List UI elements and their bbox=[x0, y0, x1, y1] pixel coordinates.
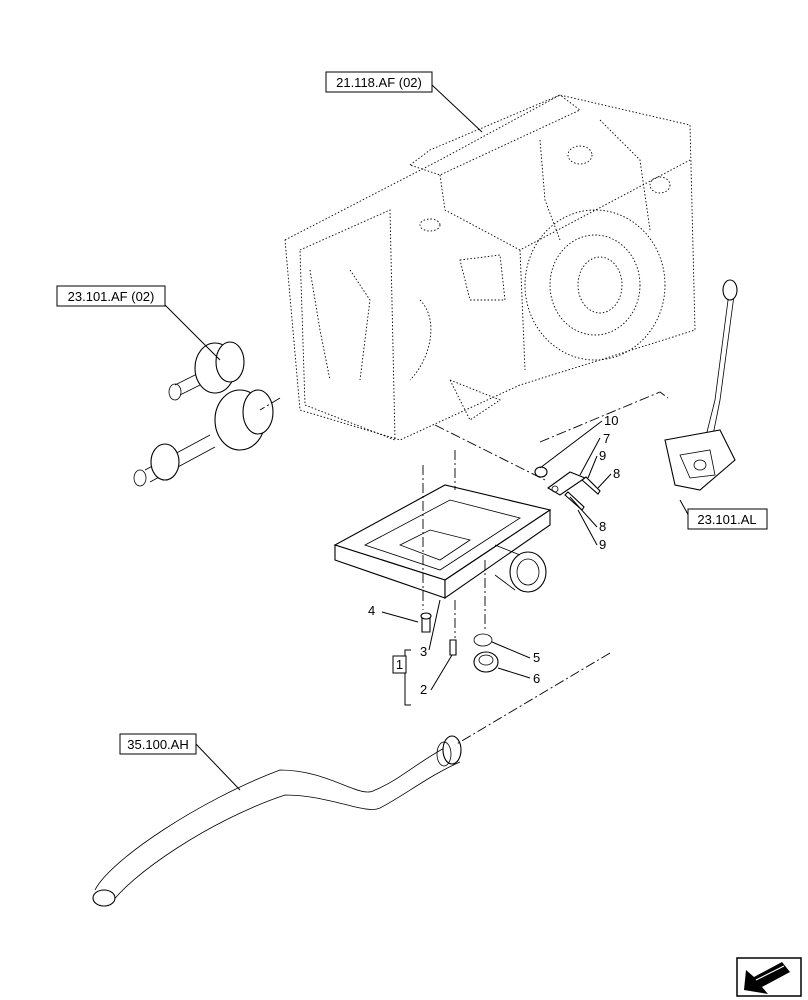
callout-9a: 9 bbox=[599, 448, 606, 463]
svg-text:35.100.AH: 35.100.AH bbox=[127, 737, 188, 752]
callout-3: 3 bbox=[420, 644, 427, 659]
control-valve-assembly bbox=[664, 279, 738, 491]
gear-shaft-assembly bbox=[133, 341, 274, 487]
reference-label-23-101-af[interactable]: 23.101.AF (02) bbox=[56, 285, 166, 307]
callout-box-1 bbox=[392, 655, 407, 674]
fastener-parts bbox=[420, 612, 499, 673]
svg-text:23.101.AF (02): 23.101.AF (02) bbox=[68, 289, 155, 304]
svg-text:23.101.AL: 23.101.AL bbox=[697, 512, 756, 527]
leader-lines bbox=[164, 84, 691, 791]
reference-label-35-100[interactable]: 35.100.AH bbox=[119, 733, 197, 755]
reference-label-21-118[interactable]: 21.118.AF (02) bbox=[325, 71, 433, 93]
callout-6: 6 bbox=[533, 671, 540, 686]
suction-pipe bbox=[92, 735, 462, 907]
arrow-down-left-icon[interactable] bbox=[736, 957, 802, 997]
callout-10: 10 bbox=[604, 413, 618, 428]
callout-2: 2 bbox=[420, 682, 427, 697]
callout-5: 5 bbox=[533, 650, 540, 665]
callout-numbers: 1 2 3 4 5 6 7 8 8 9 9 10 bbox=[368, 413, 620, 697]
callout-9b: 9 bbox=[599, 537, 606, 552]
callout-7: 7 bbox=[603, 431, 610, 446]
callout-4: 4 bbox=[368, 603, 375, 618]
callout-8b: 8 bbox=[599, 519, 606, 534]
reference-label-23-101-al[interactable]: 23.101.AL bbox=[687, 508, 768, 530]
lift-cover-assembly bbox=[333, 484, 552, 600]
callout-1: 1 bbox=[396, 657, 403, 672]
assembly-lines bbox=[259, 391, 669, 746]
svg-text:21.118.AF (02): 21.118.AF (02) bbox=[336, 75, 422, 90]
transmission-housing bbox=[284, 94, 696, 441]
callout-8a: 8 bbox=[613, 466, 620, 481]
